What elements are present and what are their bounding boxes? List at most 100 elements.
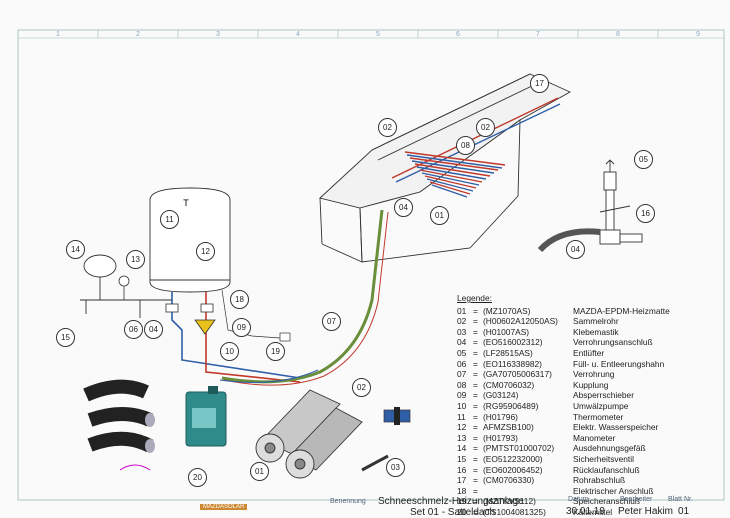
legend-code: (EO602006452) bbox=[483, 464, 543, 475]
heating-mat-pipes bbox=[391, 97, 561, 198]
legend-code: (MZ1070AS) bbox=[483, 305, 531, 316]
legend-row: 01=(MZ1070AS)MAZDA-EPDM-Heizmatte bbox=[457, 306, 722, 317]
legend-num: 05 bbox=[457, 347, 467, 358]
legend-desc: MAZDA-EPDM-Heizmatte bbox=[573, 305, 670, 316]
callout-18: 18 bbox=[230, 290, 249, 309]
legend-desc: Thermometer bbox=[573, 411, 624, 422]
legend-desc: Ausdehnungsgefäß bbox=[573, 443, 646, 454]
grid-number: 3 bbox=[216, 31, 220, 38]
legend-desc: Verrohrung bbox=[573, 369, 615, 380]
water-tank bbox=[149, 187, 231, 293]
grid-number: 9 bbox=[696, 31, 700, 38]
legend-separator: = bbox=[473, 358, 478, 369]
callout-04: 04 bbox=[566, 240, 585, 259]
callout-04: 04 bbox=[144, 320, 163, 339]
drawing-author: Peter Hakim bbox=[618, 506, 674, 517]
legend-desc: Sammelrohr bbox=[573, 316, 619, 327]
legend-row: 13=(H01793)Manometer bbox=[457, 433, 722, 444]
legend-row: 06=(EO116338982)Füll- u. Entleerungshahn bbox=[457, 359, 722, 370]
legend-desc: Elektr. Wasserspeicher bbox=[573, 422, 659, 433]
legend-separator: = bbox=[473, 432, 478, 443]
grid-number: 1 bbox=[56, 31, 60, 38]
legend-code: (H01793) bbox=[483, 432, 518, 443]
legend-row: 03 = (H01007AS) Klebemastik bbox=[457, 327, 722, 338]
pump-icon bbox=[194, 319, 216, 335]
legend-desc: Entlüfter bbox=[573, 347, 605, 358]
legend-row: 11 = (H01796) Thermometer bbox=[457, 412, 722, 423]
callout-07: 07 bbox=[322, 312, 341, 331]
plug-icon bbox=[279, 332, 291, 342]
mastic-tube-icon bbox=[361, 454, 389, 472]
legend-row: 12=AFMZSB100)Elektr. Wasserspeicher bbox=[457, 422, 722, 433]
callout-10: 10 bbox=[220, 342, 239, 361]
label-date: Datum bbox=[568, 496, 589, 503]
legend-desc: Umwälzpumpe bbox=[573, 400, 629, 411]
legend-row: 04=(EO516002312)Verrohrungsanschluß bbox=[457, 337, 722, 348]
legend-row: 08=(CM0706032)Kupplung bbox=[457, 380, 722, 391]
valve-icon bbox=[200, 303, 214, 313]
legend-code: (EO516002312) bbox=[483, 337, 543, 348]
legend-desc: Klebemastik bbox=[573, 326, 619, 337]
legend-code: (H01796) bbox=[483, 411, 518, 422]
callout-14: 14 bbox=[66, 240, 85, 259]
title-block: Benennung Schneeschmelz-Heizungsanlage S… bbox=[0, 496, 730, 518]
legend-separator: = bbox=[473, 347, 478, 358]
legend-row: 05 = (LF28515AS) Entlüfter bbox=[457, 348, 722, 359]
legend-code: (G03124) bbox=[483, 390, 519, 401]
legend-num: 14 bbox=[457, 443, 467, 454]
drawing-frame bbox=[17, 29, 725, 501]
callout-08: 08 bbox=[456, 136, 475, 155]
legend-num: 09 bbox=[457, 390, 467, 401]
legend-row: 20=(TS1004081325)Kältemittel bbox=[457, 507, 722, 518]
legend-desc: Absperrschieber bbox=[573, 390, 634, 401]
legend-separator: = bbox=[473, 326, 478, 337]
callout-11: 11 bbox=[160, 210, 179, 229]
callout-17: 17 bbox=[530, 74, 549, 93]
legend-num: 03 bbox=[457, 326, 467, 337]
legend-num: 15 bbox=[457, 453, 467, 464]
callout-01: 01 bbox=[430, 206, 449, 225]
label-sheet: Blatt Nr. bbox=[668, 496, 693, 503]
drawing-title: Schneeschmelz-Heizungsanlage bbox=[378, 496, 524, 507]
legend-num: 11 bbox=[457, 411, 466, 422]
legend-code: (LF28515AS) bbox=[483, 347, 533, 358]
callout-09: 09 bbox=[232, 318, 251, 337]
drawing-date: 30.01.19 bbox=[566, 506, 605, 517]
company-logo: MAZDASOLAR bbox=[200, 504, 248, 510]
callout-06: 06 bbox=[124, 320, 143, 339]
insulated-hose-icon bbox=[83, 379, 155, 471]
label-name: Benennung bbox=[330, 498, 366, 505]
sheet-number: 01 bbox=[678, 506, 690, 517]
legend-code: (GA70705006317) bbox=[483, 369, 552, 380]
legend-code: (CM0706330) bbox=[483, 475, 535, 486]
legend-code: (H00602A12050AS) bbox=[483, 316, 558, 327]
legend-desc: Kupplung bbox=[573, 379, 609, 390]
legend-num: 12 bbox=[457, 422, 467, 433]
callout-13: 13 bbox=[126, 250, 145, 269]
legend-code: (H01007AS) bbox=[483, 326, 530, 337]
legend-num: 18 bbox=[457, 485, 467, 496]
legend-row: 15=(EO512232000)Sicherheitsventil bbox=[457, 454, 722, 465]
legend-row: 17=(CM0706330)Rohrabschluß bbox=[457, 475, 722, 486]
legend-desc: Manometer bbox=[573, 432, 616, 443]
callout-19: 19 bbox=[266, 342, 285, 361]
thermometer-icon: T bbox=[183, 198, 189, 208]
legend-separator: = bbox=[473, 453, 478, 464]
legend-separator: = bbox=[473, 305, 478, 316]
legend-separator: = bbox=[473, 443, 478, 454]
legend-row: 02=(H00602A12050AS)Sammelrohr bbox=[457, 316, 722, 327]
legend-num: 08 bbox=[457, 379, 467, 390]
legend-code: (RG95906489) bbox=[483, 400, 539, 411]
legend-num: 02 bbox=[457, 316, 467, 327]
grid-number: 5 bbox=[376, 31, 380, 38]
legend-separator: = bbox=[473, 400, 478, 411]
coupling-icon bbox=[383, 407, 411, 425]
drawing-subtitle: Set 01 - Satteldach bbox=[410, 507, 496, 518]
legend-separator: = bbox=[473, 337, 478, 348]
legend-code: (MZTKVS112) bbox=[483, 496, 536, 507]
legend-code: (EO116338982) bbox=[483, 358, 542, 369]
legend-separator: = bbox=[473, 411, 478, 422]
legend-code: (CM0706032) bbox=[483, 379, 535, 390]
grid-number: 8 bbox=[616, 31, 620, 38]
legend-separator: = bbox=[473, 390, 478, 401]
